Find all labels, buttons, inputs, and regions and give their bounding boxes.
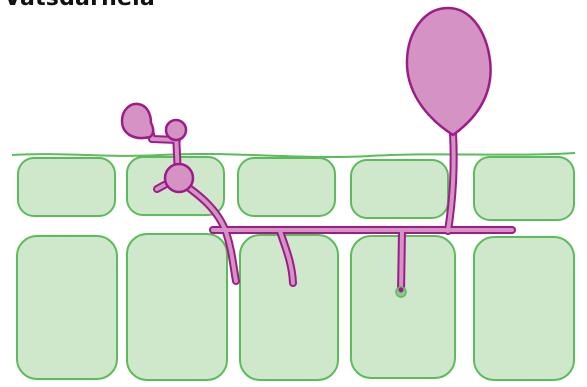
sporocarp-large bbox=[407, 8, 491, 135]
plant-cell-inner-1 bbox=[17, 236, 117, 379]
spore-small-top bbox=[166, 120, 186, 140]
plant-cell-inner-5 bbox=[474, 237, 574, 380]
vesicle bbox=[165, 164, 193, 192]
spore-small-left bbox=[122, 104, 153, 138]
plant-cell-outer-3 bbox=[238, 158, 335, 216]
plant-cell-outer-1 bbox=[18, 158, 115, 216]
plant-cell-outer-5 bbox=[474, 157, 574, 220]
plant-cell-inner-2 bbox=[127, 234, 227, 380]
plant-cell-outer-4 bbox=[351, 160, 448, 218]
